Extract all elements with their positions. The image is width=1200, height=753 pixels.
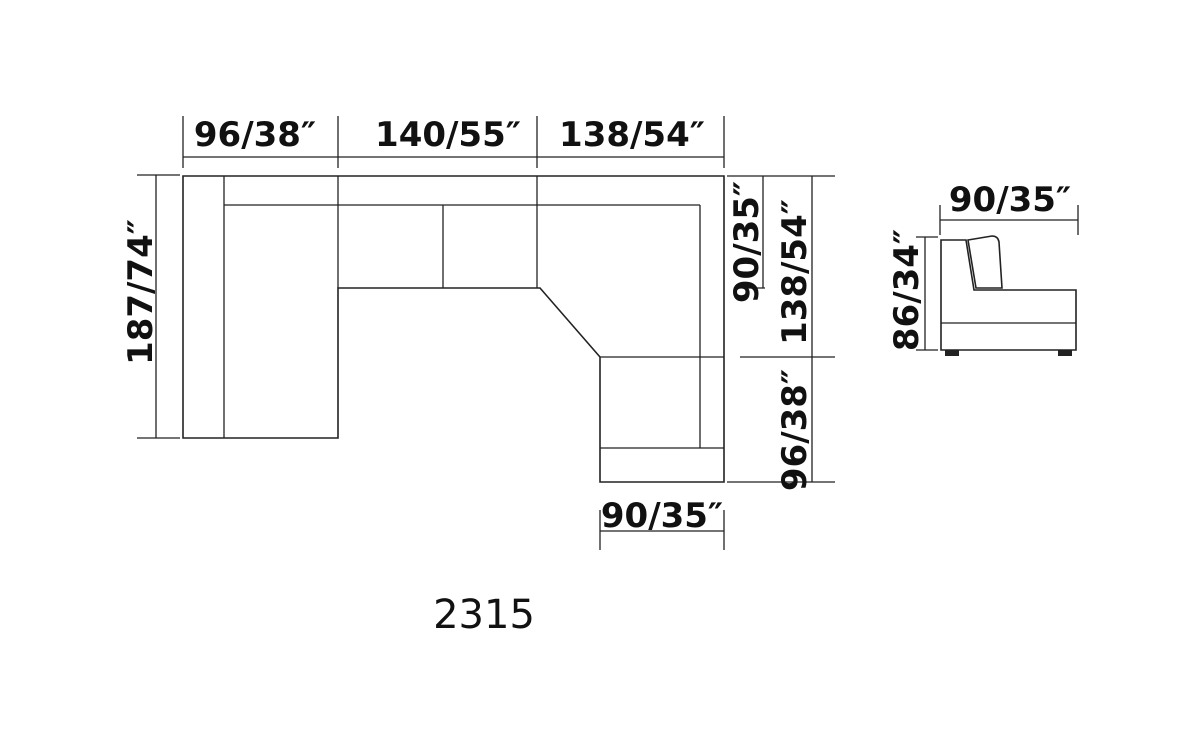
dim-top-left: 96/38″ [194, 115, 316, 155]
sofa-side-view [916, 205, 1079, 356]
dim-top-right: 138/54″ [559, 115, 705, 155]
dim-top-middle: 140/55″ [375, 115, 521, 155]
dim-right-lower: 96/38″ [775, 369, 815, 491]
dim-bottom: 90/35″ [601, 496, 723, 536]
model-number: 2315 [433, 592, 535, 638]
dim-right-upper: 138/54″ [775, 199, 815, 345]
dim-side-height: 86/34″ [887, 229, 927, 351]
sofa-plan-view [182, 175, 725, 483]
dim-side-depth: 90/35″ [949, 180, 1071, 220]
bottom-dimension-lines [599, 510, 725, 550]
dim-right-seat-depth: 90/35″ [727, 181, 767, 303]
top-dimension-lines [182, 116, 725, 168]
right-dimension-lines [727, 175, 835, 483]
dim-left-height: 187/74″ [121, 219, 161, 365]
left-dimension-lines [137, 174, 180, 439]
